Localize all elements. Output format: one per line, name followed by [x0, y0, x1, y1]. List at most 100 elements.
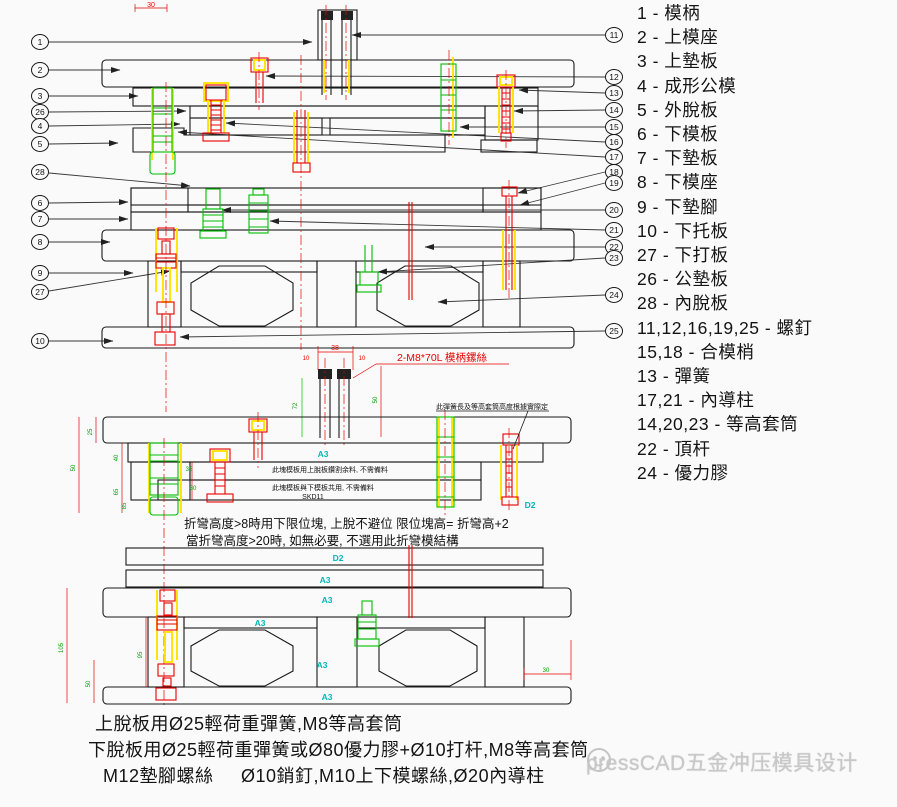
callout-7: 7: [38, 214, 43, 224]
parts-list-item-8: 8 - 下模座: [637, 172, 719, 193]
bottom-note-2: 下脫板用Ø25輕荷重彈簧或Ø80優力膠+Ø10打杆,M8等高套筒: [88, 740, 589, 760]
plate-label-d2-2: D2: [333, 553, 344, 563]
parts-list: 1 - 模柄 2 - 上模座 3 - 上墊板 4 - 成形公模 5 - 外脫板 …: [637, 1, 896, 485]
plate-label-d2-1: D2: [525, 500, 536, 510]
dim-v40: 40: [114, 454, 120, 461]
watermark-text: pressCAD五金冲压模具设计: [586, 752, 858, 775]
callout-22: 22: [609, 242, 619, 252]
callout-19: 19: [609, 178, 619, 188]
parts-list-item-guideposts: 17,21 - 內導柱: [637, 390, 755, 411]
callout-12: 12: [609, 72, 619, 82]
handle-screw-label-text: 2-M8*70L 模柄鏍絲: [397, 351, 488, 364]
center-screw-top: [292, 55, 311, 350]
urethane-blocks-bottom-view: [190, 629, 478, 687]
parts-list-item-22: 22 - 頂杆: [637, 438, 711, 459]
callout-4: 4: [38, 121, 43, 131]
plate-label-a3-1: A3: [318, 449, 329, 459]
dowel-15-top: [440, 50, 457, 145]
callout-18: 18: [609, 167, 619, 177]
plate-note1-text: 此塊模板用上脫板鑽割余料, 不需備料: [272, 465, 388, 474]
parts-list-item-spring: 13 - 彈簧: [637, 366, 711, 387]
sleeve-20-top: [199, 188, 227, 239]
parts-list-item-3: 3 - 上墊板: [637, 51, 719, 72]
dim-v25: 25: [88, 428, 94, 435]
dim-b30: 30: [543, 668, 550, 674]
bottom-note-3: M12墊腳螺絲 Ø10銷釘,M10上下模螺絲,Ø20內導柱: [103, 766, 545, 786]
plate-labels-lower: D2 A3 A3 A3 A3 A3: [255, 553, 344, 702]
material-text: SKD11: [302, 494, 324, 501]
callout-2: 2: [38, 65, 43, 75]
callout-6: 6: [38, 198, 43, 208]
parts-list-item-6: 6 - 下模板: [637, 124, 719, 145]
callout-8: 8: [38, 237, 43, 247]
callout-28: 28: [35, 167, 45, 177]
callout-23: 23: [609, 253, 619, 263]
bend-notes: 折彎高度>8時用下限位塊, 上脫不避位 限位塊高= 折彎高+2 當折彎高度>20…: [184, 516, 509, 548]
callout-20: 20: [609, 205, 619, 215]
dim-v30: 30: [190, 486, 197, 492]
guide-post-21-top: [248, 188, 269, 234]
pin-18-19-top: [501, 180, 518, 300]
callout-3: 3: [38, 91, 43, 101]
bottom-view-handle-screws: 38 10 10 72 50: [293, 345, 382, 448]
bottom-view-dims-left: 50 25 40 65 85 35 30: [71, 417, 197, 513]
watermark: pressCAD五金冲压模具设计: [586, 747, 858, 777]
callout-17: 17: [609, 152, 619, 162]
bend-note2-text: 當折彎高度>20時, 如無必要, 不選用此折彎模結構: [186, 533, 459, 548]
callout-24: 24: [609, 290, 619, 300]
callout-25: 25: [609, 326, 619, 336]
parts-list-item-24: 24 - 優力膠: [637, 462, 729, 483]
dim-10r-text: 10: [359, 356, 366, 362]
parts-list-item-5: 5 - 外脫板: [637, 99, 719, 120]
dim-b50: 50: [86, 680, 92, 687]
guide-post-left-top: [149, 87, 176, 175]
dim-v50: 50: [71, 464, 77, 471]
bottom-view-plates-lower: [102, 547, 572, 705]
mold-handle-screws-top: [321, 5, 353, 100]
dim-30-top: 30: [134, 2, 168, 12]
callout-27: 27: [35, 287, 45, 297]
dim-v85: 85: [122, 502, 128, 509]
callout-16: 16: [609, 137, 619, 147]
bottom-view-hardware-upper: [148, 410, 520, 708]
callout-14: 14: [609, 105, 619, 115]
screw-16-top: [202, 82, 230, 142]
callout-9: 9: [38, 268, 43, 278]
bottom-view-plates-upper: [102, 416, 572, 501]
handle-screw-label: 2-M8*70L 模柄鏍絲: [352, 351, 509, 379]
bolt-chain-left-top: [154, 82, 178, 412]
dim-50-text: 50: [373, 396, 379, 403]
parts-list-item-26: 26 - 公墊板: [637, 269, 729, 290]
callouts-left: 1 2 3 26 4 5 28 6 7 8 9 27 10: [31, 34, 49, 349]
spring-note: 此彈簧長及等高套筒高度根據實際定: [436, 402, 549, 450]
plate-note2-text: 此塊模板與下模板共用, 不需備料: [272, 483, 374, 492]
bottom-view-hardware-lower: [155, 545, 413, 701]
callout-11: 11: [610, 30, 619, 40]
bottom-note-1: 上脫板用Ø25輕荷重彈簧,M8等高套筒: [95, 714, 403, 734]
push-rod-22-top: [408, 202, 413, 300]
dim-30-text: 30: [147, 2, 155, 9]
parts-list-item-sleeves: 14,20,23 - 等高套筒: [637, 414, 799, 435]
callouts-right: 11 12 13 14 15 16 17 18 19 20 21 22 23 2…: [605, 27, 623, 339]
top-view-plates: [101, 9, 575, 349]
spring-note-text: 此彈簧長及等高套筒高度根據實際定: [436, 402, 548, 411]
plate-label-a3-3: A3: [322, 595, 333, 605]
dim-72-text: 72: [293, 402, 299, 409]
parts-list-item-10: 10 - 下托板: [637, 220, 729, 241]
plate-label-a3-6: A3: [322, 692, 333, 702]
parts-list-item-7: 7 - 下墊板: [637, 148, 719, 169]
urethane-blocks-top-view: [190, 265, 480, 327]
parts-list-item-28: 28 - 內脫板: [637, 293, 729, 314]
dim-v35: 35: [186, 467, 193, 473]
callout-26: 26: [35, 107, 45, 117]
dim-10l-text: 10: [303, 356, 310, 362]
parts-list-item-2: 2 - 上模座: [637, 27, 719, 48]
bend-note1-text: 折彎高度>8時用下限位塊, 上脫不避位 限位塊高= 折彎高+2: [184, 516, 509, 531]
dim-38-text: 38: [331, 345, 339, 352]
dim-b105: 105: [59, 642, 65, 653]
watermark-logo-icon: [587, 748, 611, 772]
parts-list-item-1: 1 - 模柄: [637, 3, 701, 23]
plate-label-a3-2: A3: [320, 575, 331, 585]
